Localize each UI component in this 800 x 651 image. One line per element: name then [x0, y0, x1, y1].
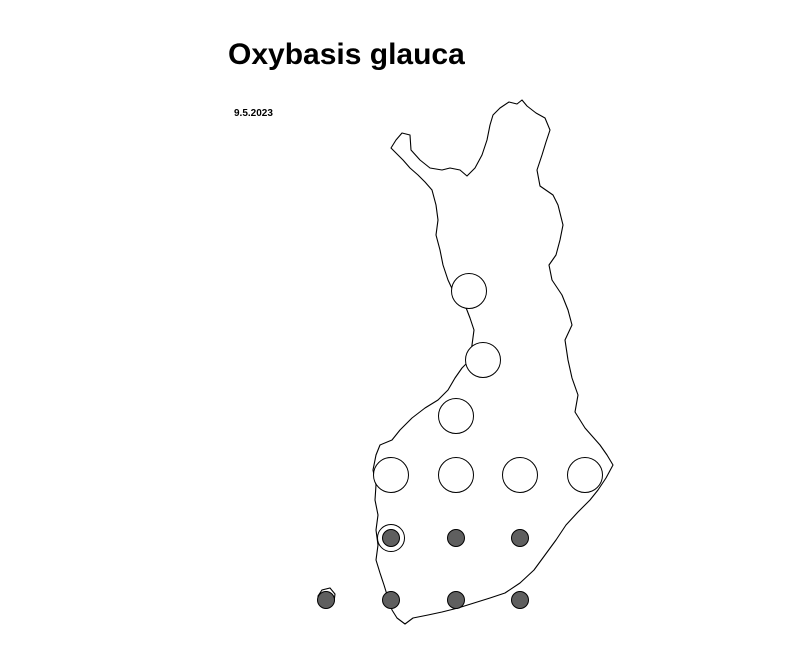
open-marker	[451, 273, 487, 309]
filled-marker	[317, 591, 335, 609]
map-title: Oxybasis glauca	[228, 38, 465, 71]
open-marker	[567, 457, 603, 493]
filled-marker	[382, 529, 400, 547]
filled-marker	[511, 529, 529, 547]
open-marker	[438, 398, 474, 434]
open-marker	[502, 457, 538, 493]
open-marker	[465, 342, 501, 378]
map-date: 9.5.2023	[234, 108, 273, 119]
open-marker	[373, 457, 409, 493]
open-marker	[438, 457, 474, 493]
filled-marker	[382, 591, 400, 609]
marker-layer	[317, 273, 603, 609]
filled-marker	[447, 529, 465, 547]
filled-marker	[447, 591, 465, 609]
filled-marker	[511, 591, 529, 609]
